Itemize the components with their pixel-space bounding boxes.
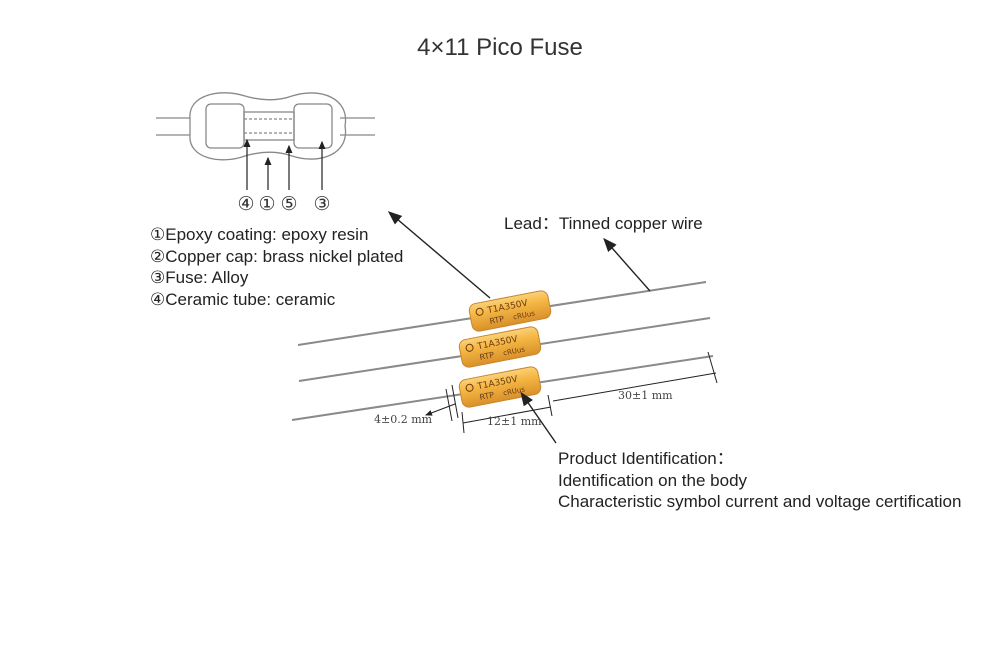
fuse-marking-brand: RTP <box>479 350 495 362</box>
lead-length-dimension: 30±1 mm <box>618 389 673 402</box>
identification-line-body: Identification on the body <box>558 470 748 490</box>
legend-item-fuse: ③Fuse: Alloy <box>150 268 249 287</box>
callout-numbers: ④ ① ⑤ ③ <box>237 193 330 215</box>
identification-line-certification: Characteristic symbol current and voltag… <box>558 492 962 511</box>
pointer-arrows <box>387 211 651 444</box>
diameter-dimension: 4±0.2 mm <box>374 413 433 426</box>
lead-pointer-arrow <box>603 237 651 292</box>
body-length-dimension: 12±1 mm <box>487 415 542 428</box>
product-identification: Product Identification： Identification o… <box>558 448 961 513</box>
fuse-body-1: T1A350V RTP cRUus <box>468 290 552 332</box>
legend-item-copper-cap: ②Copper cap: brass nickel plated <box>150 246 404 266</box>
legend-item-ceramic-tube: ④Ceramic tube: ceramic <box>150 289 336 309</box>
legend-item-epoxy: ①Epoxy coating: epoxy resin <box>150 225 369 244</box>
lead-label: Lead：Tinned copper wire <box>504 214 703 233</box>
callout-number-5: ⑤ <box>280 193 297 215</box>
dimension-lines <box>425 351 718 434</box>
callout-number-4: ④ <box>237 193 254 215</box>
cross-section-schematic <box>156 92 375 161</box>
callout-number-1: ① <box>258 193 275 215</box>
fuse-marking-brand: RTP <box>489 314 505 326</box>
identification-heading: Product Identification： <box>558 449 734 468</box>
material-legend: ①Epoxy coating: epoxy resin ②Copper cap:… <box>150 224 403 310</box>
fuse-body-3: T1A350V RTP cRUus <box>458 366 542 408</box>
legend-pointer-arrow <box>387 211 491 299</box>
callout-arrows <box>243 138 326 190</box>
callout-number-3: ③ <box>313 193 330 215</box>
page-title: 4×11 Pico Fuse <box>417 34 583 61</box>
fuse-body-2: T1A350V RTP cRUus <box>458 326 542 368</box>
fuse-marking-brand: RTP <box>479 390 495 402</box>
identification-pointer-arrow <box>520 391 557 444</box>
